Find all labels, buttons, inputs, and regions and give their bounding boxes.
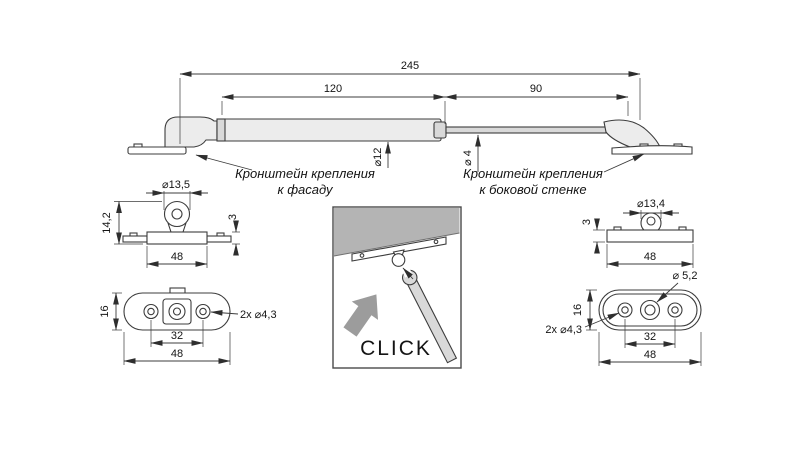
bracket-labels: Кронштейн крепления к фасаду Кронштейн к… — [195, 153, 645, 197]
hole-leader — [656, 282, 679, 303]
dim-center-hole: ⌀ 5,2 — [673, 270, 698, 282]
facade-bracket-label-line2: к фасаду — [277, 182, 334, 197]
cylinder-end-cap — [216, 118, 226, 142]
dim-hole-spacing: 32 — [171, 330, 183, 342]
snap-direction-arrow — [402, 267, 414, 280]
facade-bracket-top-view: 16 2x ⌀4,3 32 48 — [99, 287, 277, 365]
dim-plate-width: 16 — [99, 305, 111, 317]
assembly-dimensions: 245 120 90 ⌀12 ⌀ 4 — [179, 60, 641, 172]
bracket-plate — [351, 236, 447, 262]
plate-body — [146, 231, 208, 245]
click-inset: CLICK — [332, 206, 462, 369]
click-label: CLICK — [360, 337, 432, 360]
dim-socket-diameter: ⌀13,4 — [637, 198, 665, 210]
elbow-fitting — [164, 116, 218, 148]
dim-plate-thickness: 3 — [227, 214, 239, 220]
dim-bracket-height: 14,2 — [101, 212, 113, 233]
side-wall-bracket-label-line2: к боковой стенке — [479, 182, 586, 197]
side-wall-bracket-side-view: ⌀13,4 3 48 — [581, 198, 694, 268]
mount-hole-inner — [147, 307, 155, 316]
mount-hole-inner — [199, 307, 207, 316]
plate-wing — [122, 235, 148, 243]
dim-plate-width: 16 — [572, 304, 584, 316]
rod-end-fitting — [603, 119, 661, 148]
side-wall-label-arrow — [603, 153, 645, 173]
side-wall-bracket-top-view: ⌀ 5,2 2x ⌀4,3 16 32 48 — [545, 270, 702, 366]
dim-rod-diameter: ⌀ 4 — [462, 150, 474, 166]
plate-body — [606, 229, 694, 243]
socket-circle — [168, 302, 186, 321]
dim-plate-thickness: 3 — [581, 219, 593, 225]
dim-holes: 2x ⌀4,3 — [240, 309, 277, 321]
ball-stud — [391, 253, 406, 267]
socket-circle-inner — [172, 307, 182, 316]
socket-stem — [167, 222, 187, 233]
facade-plate — [127, 146, 187, 155]
mount-hole-inner — [671, 306, 679, 314]
push-direction-arrow — [343, 294, 379, 337]
screw — [359, 253, 365, 258]
cylinder-body — [216, 118, 442, 142]
screw — [433, 239, 439, 245]
dim-socket-diameter: ⌀13,5 — [162, 179, 190, 191]
dim-holes: 2x ⌀4,3 — [545, 324, 582, 336]
facade-bracket-label-line1: Кронштейн крепления — [235, 166, 375, 181]
plate-wing — [206, 235, 232, 243]
dim-body-diameter: ⌀12 — [372, 148, 384, 167]
gas-strut-assembly — [127, 116, 693, 155]
panel-edge — [333, 232, 460, 257]
dim-bracket-width: 48 — [171, 251, 183, 263]
dim-bracket-width: 48 — [644, 251, 656, 263]
dim-body-length: 120 — [324, 83, 342, 95]
dim-hole-spacing: 32 — [644, 331, 656, 343]
plate-inner-contour — [602, 293, 698, 327]
dim-rod-length: 90 — [530, 83, 542, 95]
dim-plate-length: 48 — [644, 349, 656, 361]
side-wall-plate — [611, 145, 693, 155]
piston-rod — [445, 126, 607, 134]
hole-leader — [210, 309, 239, 316]
furniture-panel — [334, 208, 460, 256]
ball-socket-inner — [171, 208, 183, 220]
facade-label-arrow — [195, 154, 253, 171]
center-hole-inner — [644, 304, 656, 316]
facade-bracket-side-view: ⌀13,5 14,2 3 48 — [101, 179, 240, 268]
socket-dome-inner — [646, 216, 656, 226]
mount-hole-inner — [621, 306, 629, 314]
dim-total-length: 245 — [401, 60, 419, 72]
cylinder-nose — [433, 121, 447, 139]
dim-plate-length: 48 — [171, 348, 183, 360]
side-wall-bracket-label-line1: Кронштейн крепления — [463, 166, 603, 181]
